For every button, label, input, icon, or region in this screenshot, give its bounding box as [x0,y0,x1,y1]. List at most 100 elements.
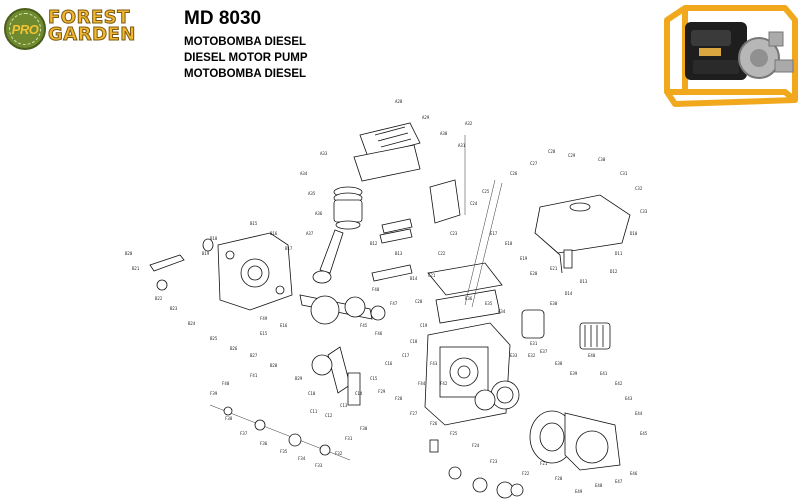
part-label: C21 [428,273,436,278]
part-label: A37 [306,231,314,236]
part-label: F46 [375,331,383,336]
part-label: A36 [315,211,323,216]
part-label: C10 [308,391,316,396]
part-label: C33 [640,209,648,214]
flywheel-assembly [474,380,621,471]
title-line-2: DIESEL MOTOR PUMP [184,52,308,64]
brand-name-line2: GARDEN [48,24,136,45]
part-label: F31 [345,436,353,441]
part-label: E43 [625,396,633,401]
part-label: E33 [510,353,518,358]
brand-name: FOREST GARDEN [48,8,136,45]
part-label: B26 [230,346,238,351]
part-label: C19 [420,323,428,328]
part-label: F28 [395,396,403,401]
part-label: B12 [370,241,378,246]
part-label: F49 [260,316,268,321]
part-label: F30 [360,426,368,431]
part-label: C12 [325,413,333,418]
part-label: B29 [295,376,303,381]
part-label: A32 [465,121,473,126]
part-label: C13 [340,403,348,408]
part-label: E36 [465,296,473,301]
part-label: E30 [550,301,558,306]
part-label: B18 [210,236,218,241]
piston-assembly [312,186,363,284]
part-label: E47 [615,479,623,484]
part-label: C18 [410,339,418,344]
part-label: C30 [598,157,606,162]
part-label: A28 [395,99,403,104]
part-label: E20 [530,271,538,276]
part-label: C17 [402,353,410,358]
part-label: F33 [315,463,323,468]
part-label: D12 [610,269,618,274]
part-label: F20 [555,476,563,481]
part-label: B19 [202,251,210,256]
part-label: E46 [630,471,638,476]
part-label: E18 [505,241,513,246]
model-number: MD 8030 [184,8,262,29]
part-label: C22 [438,251,446,256]
part-label: F48 [372,287,380,292]
part-label: B16 [270,231,278,236]
part-label: F24 [472,443,480,448]
part-label: E15 [260,331,268,336]
crankcase-left [149,232,293,311]
part-label: B24 [188,321,196,326]
part-label: F25 [450,431,458,436]
part-label: C28 [548,149,556,154]
part-label: F36 [260,441,268,446]
title-line-1: MOTOBOMBA DIESEL [184,36,307,48]
part-label: A31 [458,143,466,148]
exploded-parts-diagram: A28A29A30A31A32A33A34A35A36A37B12B13B14B… [125,99,648,499]
part-label: E49 [575,489,583,494]
part-label: E45 [640,431,648,436]
part-label: F47 [390,301,398,306]
part-label: E42 [615,381,623,386]
part-label: B25 [210,336,218,341]
part-label: C27 [530,161,538,166]
part-label: D14 [565,291,573,296]
part-label: F27 [410,411,418,416]
part-label: A33 [320,151,328,156]
part-label: B21 [132,266,140,271]
part-label: F42 [440,381,448,386]
cylinder-head-cover [353,122,421,182]
part-label: E16 [280,323,288,328]
part-label: F26 [430,421,438,426]
part-label: D11 [615,251,623,256]
part-label: C29 [568,153,576,158]
part-label: F29 [378,389,386,394]
part-label: E39 [570,371,578,376]
part-label: E44 [635,411,643,416]
lower-parts [209,346,524,499]
fuel-tank [534,194,631,274]
part-label: F44 [418,381,426,386]
part-label: B22 [155,296,163,301]
brand-badge: PRO [4,8,46,50]
part-label: C25 [482,189,490,194]
part-label: E41 [600,371,608,376]
part-label: F39 [210,391,218,396]
part-label: E19 [520,256,528,261]
fuel-filter [521,309,611,350]
part-label: E38 [555,361,563,366]
badge-ring [9,13,41,45]
part-label: A30 [440,131,448,136]
part-label: C31 [620,171,628,176]
part-label: E17 [490,231,498,236]
part-label: F40 [222,381,230,386]
part-label: C24 [470,201,478,206]
part-label: B20 [125,251,133,256]
brand-logo: PRO FOREST GARDEN [4,6,168,52]
part-label: E32 [528,353,536,358]
part-label: F35 [280,449,288,454]
part-label: E37 [540,349,548,354]
title-block: MD 8030 MOTOBOMBA DIESEL DIESEL MOTOR PU… [184,8,308,82]
part-label: B27 [250,353,258,358]
rocker-arms [371,218,413,282]
part-label: E40 [588,353,596,358]
product-photo [655,0,800,112]
part-label: B15 [250,221,258,226]
